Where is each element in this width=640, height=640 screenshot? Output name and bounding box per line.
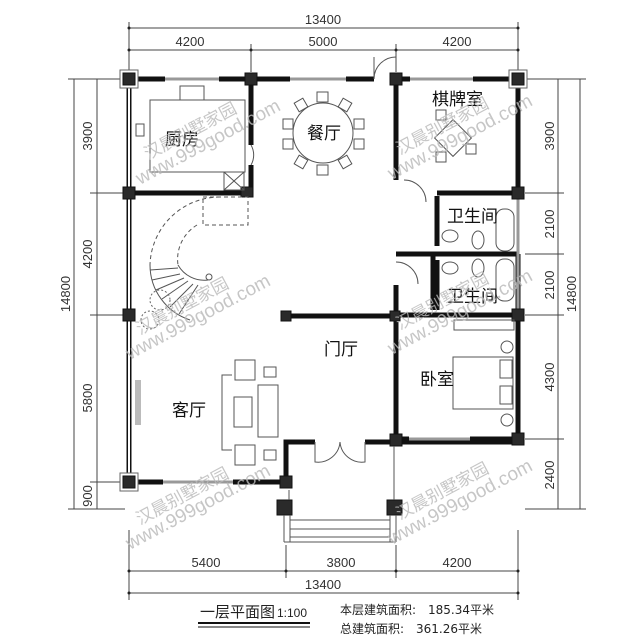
dim-top-3: 4200 — [443, 34, 472, 49]
dim-top-2: 5000 — [309, 34, 338, 49]
left-dimensions: 3900 4200 5800 900 14800 — [58, 78, 125, 510]
room-foyer-label: 门厅 — [324, 340, 358, 360]
dim-right-5: 2400 — [542, 461, 557, 490]
dim-right-3: 2100 — [542, 271, 557, 300]
right-dimensions: 3900 2100 2100 4300 2400 14800 — [525, 78, 586, 510]
top-dimensions: 13400 4200 5000 4200 — [127, 12, 520, 72]
bottom-dimensions: 5400 3800 4200 13400 — [127, 530, 520, 600]
floor-area-value: 185.34平米 — [428, 603, 494, 617]
dim-bottom-total: 13400 — [305, 577, 341, 592]
living-furniture — [135, 359, 279, 466]
drawing-title: 一层平面图 — [200, 603, 275, 621]
spiral-staircase — [140, 196, 249, 330]
walls — [126, 76, 521, 485]
chess-table — [433, 109, 477, 163]
room-kitchen-label: 厨房 — [165, 130, 199, 150]
kitchen-fixtures — [135, 85, 246, 191]
dim-bottom-3: 4200 — [443, 555, 472, 570]
floor-area-label: 本层建筑面积: — [340, 602, 416, 617]
room-living-label: 客厅 — [172, 401, 206, 421]
total-area-label: 总建筑面积: — [340, 621, 404, 636]
room-chess-label: 棋牌室 — [432, 90, 483, 110]
dim-bottom-1: 5400 — [192, 555, 221, 570]
bathroom-fixtures — [441, 208, 515, 302]
title-block: 一层平面图 1:100 本层建筑面积: 185.34平米 总建筑面积: 361.… — [198, 602, 494, 636]
columns — [119, 69, 528, 516]
room-bedroom-label: 卧室 — [420, 370, 454, 390]
dim-left-3: 5800 — [80, 384, 95, 413]
room-labels: 厨房 餐厅 棋牌室 卫生间 卫生间 门厅 客厅 卧室 — [165, 90, 498, 421]
dim-right-1: 3900 — [542, 122, 557, 151]
doors — [250, 56, 427, 463]
total-area-value: 361.26平米 — [416, 622, 482, 636]
dim-bottom-2: 3800 — [327, 555, 356, 570]
drawing-scale: 1:100 — [277, 606, 307, 620]
dim-left-4: 900 — [80, 485, 95, 507]
room-dining-label: 餐厅 — [307, 124, 341, 144]
porch-steps — [283, 446, 397, 543]
dim-left-2: 4200 — [80, 240, 95, 269]
dim-left-1: 3900 — [80, 122, 95, 151]
dim-top-total: 13400 — [305, 12, 341, 27]
room-bathroom-2-label: 卫生间 — [447, 287, 498, 307]
dim-right-total: 14800 — [564, 276, 579, 312]
room-bathroom-1-label: 卫生间 — [447, 207, 498, 227]
dim-left-total: 14800 — [58, 276, 73, 312]
dim-right-4: 4300 — [542, 363, 557, 392]
dim-top-1: 4200 — [176, 34, 205, 49]
dining-table — [282, 91, 365, 176]
bedroom-furniture — [452, 319, 515, 427]
dim-right-2: 2100 — [542, 210, 557, 239]
watermarks: 汉晨别墅家园 www.999good.com 汉晨别墅家园 www.999goo… — [122, 91, 536, 555]
